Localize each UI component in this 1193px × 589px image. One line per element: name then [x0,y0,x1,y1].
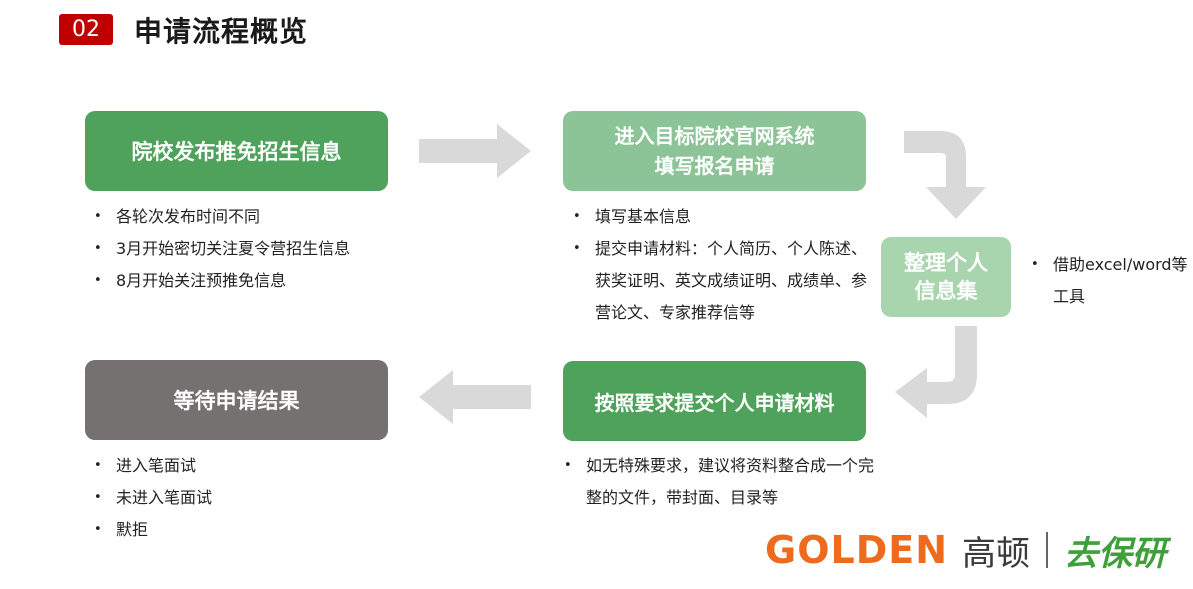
step-organize-info-line2: 信息集 [914,279,978,303]
logo-divider [1046,532,1049,568]
step-await-result: 等待申请结果 [85,360,388,440]
step-organize-info-line1: 整理个人 [904,251,988,275]
step-publish-info: 院校发布推免招生信息 [85,111,388,191]
list-item: 8月开始关注预推免信息 [88,265,350,297]
section-number-badge: 02 [59,14,113,45]
brand-logo: GOLDEN 高顿 去保研 [765,527,1167,574]
step-apply-online: 进入目标院校官网系统 填写报名申请 [563,111,866,191]
step-organize-info-bullets: 借助excel/word等工具 [1025,249,1193,313]
gaodun-logo-text: 高顿 [962,533,1031,574]
curved-arrow-down-icon [904,131,986,219]
step-submit-materials-label: 按照要求提交个人申请材料 [594,390,835,415]
list-item: 3月开始密切关注夏令营招生信息 [88,233,350,265]
qubaoyan-logo-text: 去保研 [1064,533,1167,574]
step-apply-online-bullets: 填写基本信息 提交申请材料：个人简历、个人陈述、获奖证明、英文成绩证明、成绩单、… [567,201,877,329]
step-await-result-bullets: 进入笔面试 未进入笔面试 默拒 [88,450,212,546]
page-title: 申请流程概览 [134,15,309,48]
list-item: 如无特殊要求，建议将资料整合成一个完整的文件，带封面、目录等 [558,450,878,514]
step-await-result-label: 等待申请结果 [173,389,300,413]
curved-arrow-left-icon [895,326,977,418]
step-publish-info-bullets: 各轮次发布时间不同 3月开始密切关注夏令营招生信息 8月开始关注预推免信息 [88,201,350,297]
step-organize-info: 整理个人 信息集 [881,237,1011,317]
arrow-right-icon [419,124,531,178]
step-apply-online-line1: 进入目标院校官网系统 [614,124,815,148]
step-submit-materials: 按照要求提交个人申请材料 [563,361,866,441]
step-submit-materials-bullets: 如无特殊要求，建议将资料整合成一个完整的文件，带封面、目录等 [558,450,878,514]
list-item: 填写基本信息 [567,201,877,233]
list-item: 默拒 [88,514,212,546]
list-item: 未进入笔面试 [88,482,212,514]
list-item: 提交申请材料：个人简历、个人陈述、获奖证明、英文成绩证明、成绩单、参营论文、专家… [567,233,877,329]
arrow-left-icon [419,370,531,424]
step-apply-online-line2: 填写报名申请 [654,154,775,178]
list-item: 进入笔面试 [88,450,212,482]
golden-logo-text: GOLDEN [765,528,949,572]
list-item: 借助excel/word等工具 [1025,249,1193,313]
step-publish-info-label: 院校发布推免招生信息 [131,140,342,164]
list-item: 各轮次发布时间不同 [88,201,350,233]
